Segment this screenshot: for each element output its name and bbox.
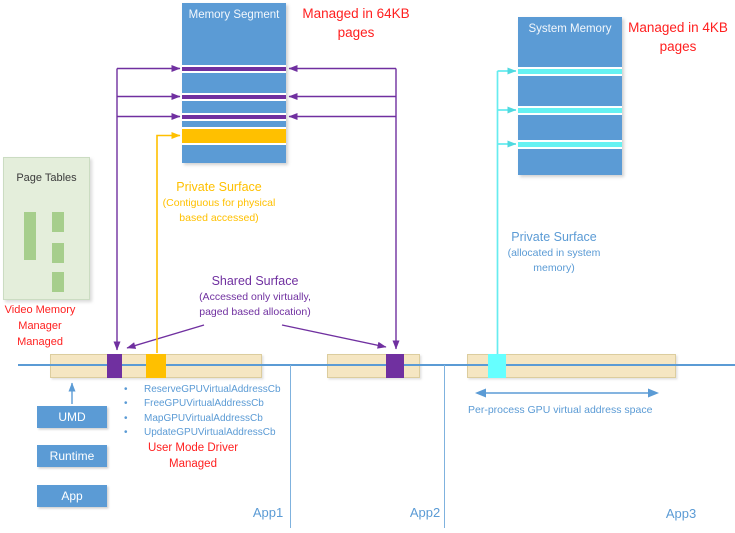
label-app2: App2 [409, 505, 441, 520]
system-memory-page-1 [518, 67, 622, 76]
memory-segment-shared-page-2 [182, 93, 286, 101]
label-private-surface-system: Private Surface (allocated in system mem… [502, 230, 606, 275]
system-memory-arrows [496, 67, 517, 354]
callback-update: UpdateGPUVirtualAddressCb [120, 426, 281, 440]
label-app1: App1 [252, 505, 284, 520]
app1-shared-surface-segment [107, 354, 122, 378]
memory-segment-shared-page-3 [182, 113, 286, 121]
label-app3: App3 [665, 506, 697, 521]
memory-segment-private-band [182, 127, 286, 145]
callback-map: MapGPUVirtualAddressCb [120, 412, 281, 426]
app1-app2-separator [290, 365, 292, 528]
label-private-surface-local: Private Surface (Contiguous for physical… [155, 180, 283, 225]
shared-surface-subtitle: (Accessed only virtually, paged based al… [199, 291, 311, 318]
private-surface-system-title: Private Surface [511, 230, 597, 244]
memory-segment-shared-page-1 [182, 65, 286, 73]
system-memory-title: System Memory [528, 23, 612, 35]
shared-surface-title: Shared Surface [211, 274, 299, 288]
umd-callback-list: ReserveGPUVirtualAddressCb FreeGPUVirtua… [120, 383, 281, 440]
page-table-bar-2 [52, 243, 64, 263]
callback-free: FreeGPUVirtualAddressCb [120, 397, 281, 411]
note-umd-managed: User Mode Driver Managed [147, 442, 239, 470]
system-memory-page-3 [518, 140, 622, 149]
stack-box-runtime: Runtime [37, 445, 107, 467]
address-space-baseline [18, 364, 735, 366]
private-surface-arrow [156, 132, 181, 353]
page-tables-block: Page Tables [3, 157, 90, 300]
memory-segment-title: Memory Segment [188, 9, 280, 21]
app2-app3-separator [444, 365, 446, 528]
note-vidmm-managed: Video Memory Manager Managed [4, 304, 76, 348]
page-table-bar-3 [52, 272, 64, 292]
system-memory-page-2 [518, 106, 622, 115]
label-shared-surface: Shared Surface (Accessed only virtually,… [184, 274, 326, 319]
stack-box-umd: UMD [37, 406, 107, 428]
per-process-range-arrow [475, 388, 659, 398]
note-managed-64kb: Managed in 64KB pages [302, 6, 410, 40]
page-table-bar-1 [52, 212, 64, 232]
note-managed-4kb: Managed in 4KB pages [628, 20, 728, 54]
callback-reserve: ReserveGPUVirtualAddressCb [120, 383, 281, 397]
private-surface-system-subtitle: (allocated in system memory) [507, 247, 601, 274]
label-per-process-address-space: Per-process GPU virtual address space [468, 404, 653, 416]
page-table-bar-large [24, 212, 36, 260]
system-memory-block: System Memory [518, 17, 622, 175]
app3-private-surface-segment [488, 354, 506, 378]
app2-shared-surface-segment [386, 354, 404, 378]
app2-address-space-bar [327, 354, 420, 378]
private-surface-local-subtitle: (Contiguous for physical based accessed) [162, 197, 276, 224]
app1-private-surface-segment [146, 354, 166, 378]
private-surface-local-title: Private Surface [176, 180, 262, 194]
page-tables-title: Page Tables [16, 172, 77, 184]
stack-box-app: App [37, 485, 107, 507]
